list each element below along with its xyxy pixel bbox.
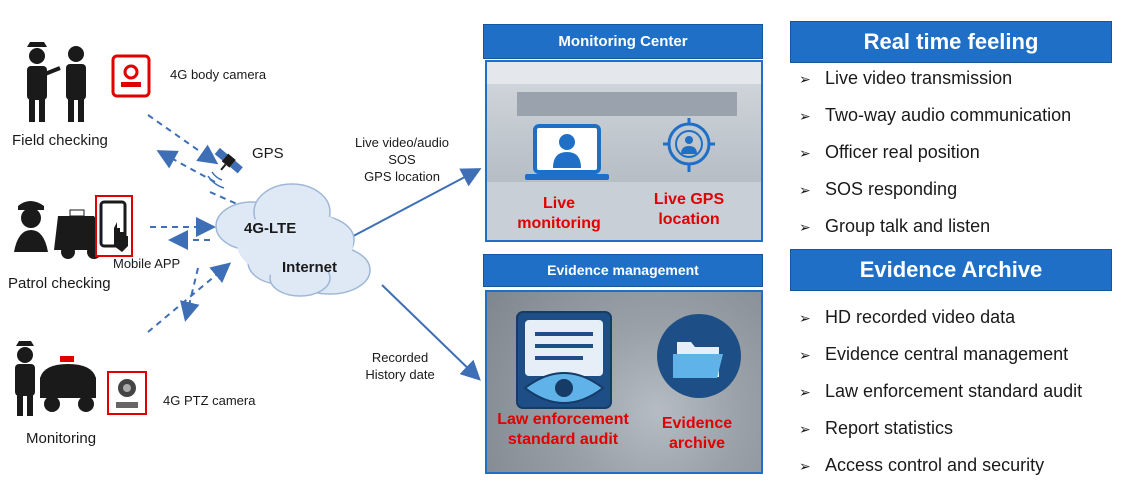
arrow-bullet-icon: ➢ (799, 310, 811, 326)
body-camera-icon (111, 54, 151, 98)
link-label-recorded: Recorded (371, 350, 429, 365)
monitoring-center-photo: Live monitoring Live GPS location (485, 60, 763, 242)
arrow-bullet-icon: ➢ (799, 182, 811, 198)
archive-title: Evidence Archive (790, 249, 1112, 291)
live-monitoring-icon (525, 124, 609, 180)
live-monitoring-label-line2: monitoring (517, 215, 601, 232)
arrow-bullet-icon: ➢ (799, 421, 811, 437)
list-item: ➢Report statistics (799, 418, 954, 438)
list-item: ➢Two-way audio communication (799, 105, 1072, 125)
live-monitoring-label-line1: Live (542, 195, 575, 212)
list-item: ➢Evidence central management (799, 344, 1069, 364)
mobile-app-label: Mobile APP (113, 256, 181, 271)
list-item: ➢Officer real position (799, 142, 980, 162)
evidence-archive-label-line1: Evidence (661, 415, 733, 432)
arrow-bullet-icon: ➢ (799, 219, 811, 235)
lower-link-labels: Recorded History date (348, 349, 452, 383)
live-gps-icon (663, 118, 715, 172)
law-audit-label-line1: Law enforcement (497, 411, 629, 428)
arrow-bullet-icon: ➢ (799, 145, 811, 161)
list-item: ➢SOS responding (799, 179, 958, 199)
arrow-bullet-icon: ➢ (799, 71, 811, 87)
evidence-archive-label: Evidence archive (647, 414, 747, 454)
list-item: ➢Access control and security (799, 455, 1045, 475)
live-gps-label-line2: location (658, 211, 720, 228)
link-label-live-video: Live video/audio (355, 135, 449, 150)
ptz-camera-label: 4G PTZ camera (163, 393, 256, 408)
field-checking-label: Field checking (12, 132, 108, 149)
monitoring-officer-icon (15, 341, 96, 416)
list-item: ➢Law enforcement standard audit (799, 381, 1083, 401)
patrol-officer-icon (14, 201, 104, 259)
dashed-link-field (147, 114, 219, 165)
arrow-bullet-icon: ➢ (799, 458, 811, 474)
link-label-gps-location: GPS location (364, 169, 440, 184)
lte-label: 4G-LTE (244, 220, 297, 237)
evidence-archive-label-line2: archive (668, 435, 726, 452)
body-camera-label: 4G body camera (170, 67, 267, 82)
evidence-management-title: Evidence management (483, 254, 763, 287)
dashed-link-ptz-back (180, 267, 200, 322)
arrow-to-monitoring-center (341, 168, 482, 243)
mobile-phone-icon (95, 195, 133, 257)
law-audit-icon (516, 311, 612, 409)
arrow-bullet-icon: ➢ (799, 108, 811, 124)
internet-label: Internet (282, 259, 338, 276)
arrow-bullet-icon: ➢ (799, 384, 811, 400)
evidence-management-photo: Law enforcement standard audit Evidence … (485, 290, 763, 474)
patrol-checking-label: Patrol checking (8, 275, 111, 292)
live-gps-label: Live GPS location (637, 190, 741, 230)
monitoring-label: Monitoring (26, 430, 97, 447)
dashed-link-ptz (147, 262, 232, 333)
satellite-icon (214, 147, 243, 174)
law-audit-label-line2: standard audit (507, 431, 619, 448)
live-monitoring-label: Live monitoring (499, 194, 619, 234)
arrow-to-evidence-management (381, 284, 481, 381)
realtime-title: Real time feeling (790, 21, 1112, 63)
link-label-sos: SOS (388, 152, 416, 167)
live-gps-label-line1: Live GPS (653, 191, 725, 208)
law-audit-label: Law enforcement standard audit (489, 410, 637, 450)
evidence-archive-icon (657, 314, 741, 398)
monitoring-center-title: Monitoring Center (483, 24, 763, 59)
list-item: ➢HD recorded video data (799, 307, 1016, 327)
link-label-history: History date (365, 367, 435, 382)
list-item: ➢Live video transmission (799, 68, 1013, 88)
field-officers-icon (27, 42, 86, 122)
arrow-bullet-icon: ➢ (799, 347, 811, 363)
list-item: ➢Group talk and listen (799, 216, 991, 236)
upper-link-labels: Live video/audio SOS GPS location (344, 134, 460, 185)
ptz-camera-icon (107, 371, 147, 415)
gps-label: GPS (252, 145, 284, 162)
